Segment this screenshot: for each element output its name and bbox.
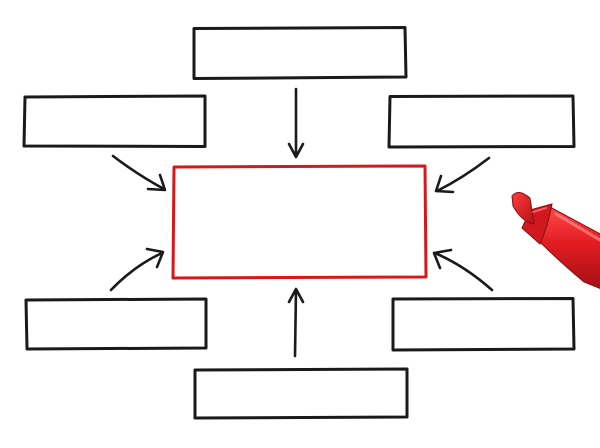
upper-right-box	[387, 94, 576, 149]
arrow-from-lower-left	[109, 247, 165, 292]
top-box	[192, 26, 408, 80]
center-box	[171, 164, 428, 280]
upper-left-box	[22, 94, 207, 148]
red-marker-icon	[511, 192, 600, 289]
arrow-from-lower-right	[432, 248, 494, 292]
lower-left-box	[24, 297, 208, 351]
arrow-from-upper-left	[111, 154, 167, 192]
arrow-from-top	[287, 87, 305, 159]
bottom-box	[193, 367, 409, 420]
arrow-from-bottom	[287, 287, 305, 358]
arrow-from-upper-right	[434, 156, 491, 194]
lower-right-box	[391, 297, 576, 352]
